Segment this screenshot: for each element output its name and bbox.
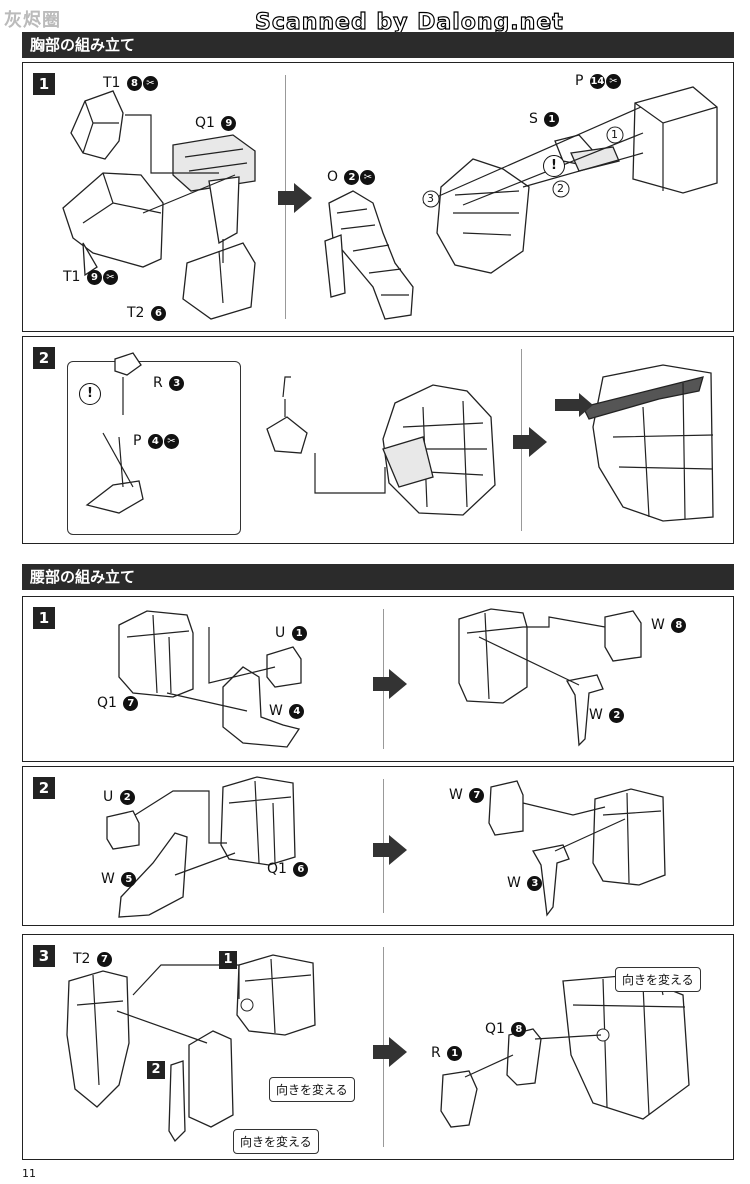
label-r-3: R 3 bbox=[153, 375, 185, 391]
label-w-2: W 2 bbox=[589, 707, 625, 723]
label-t1-8: T1 8✂ bbox=[103, 75, 158, 91]
cut-icon: ✂ bbox=[163, 434, 179, 449]
callout-rotate: 向きを変える bbox=[615, 967, 701, 992]
next-arrow-icon bbox=[278, 183, 312, 213]
waist-step-1-drawing bbox=[118, 608, 642, 748]
caution-icon: ! bbox=[543, 155, 565, 177]
next-arrow-icon bbox=[513, 427, 547, 457]
section-header-waist: 腰部の組み立て bbox=[22, 564, 734, 590]
label-r-1: R 1 bbox=[431, 1045, 463, 1061]
label-w-3: W 3 bbox=[507, 875, 543, 891]
callout-rotate: 向きを変える bbox=[269, 1077, 355, 1102]
label-q1-8: Q1 8 bbox=[485, 1021, 527, 1037]
section-header-chest: 胸部の組み立て bbox=[22, 32, 734, 58]
step-number: 2 bbox=[33, 777, 55, 799]
watermark-left: 灰烬圈 bbox=[4, 10, 61, 31]
label-p-14: P 14✂ bbox=[575, 73, 621, 89]
cut-icon: ✂ bbox=[102, 270, 118, 285]
label-p-4: P 4✂ bbox=[133, 433, 179, 449]
chest-step-1-panel: 1 bbox=[22, 62, 734, 332]
label-o-2: O 2✂ bbox=[327, 169, 376, 185]
step-number: 1 bbox=[33, 73, 55, 95]
sub-step-2: 2 bbox=[147, 1061, 165, 1079]
label-u-1: U 1 bbox=[275, 625, 307, 641]
waist-step-3-drawing bbox=[66, 954, 690, 1143]
cut-icon: ✂ bbox=[605, 74, 621, 89]
label-t2-6: T2 6 bbox=[127, 305, 166, 321]
waist-step-1-panel: 1 U 1 Q1 7 W 4 W 8 W 2 bbox=[22, 596, 734, 762]
chest-step-2-drawing bbox=[85, 352, 714, 522]
next-arrow-icon bbox=[373, 1037, 407, 1067]
label-w-5: W 5 bbox=[101, 871, 137, 887]
step-number: 1 bbox=[33, 607, 55, 629]
chest-step-1-drawing bbox=[62, 86, 718, 320]
waist-step-2-drawing bbox=[106, 776, 666, 918]
callout-rotate: 向きを変える bbox=[233, 1129, 319, 1154]
order-mark-3: 3 bbox=[427, 192, 434, 205]
step-number: 2 bbox=[33, 347, 55, 369]
waist-step-2-panel: 2 U 2 W 5 Q1 6 W 7 W 3 bbox=[22, 766, 734, 926]
label-t2-7: T2 7 bbox=[73, 951, 112, 967]
label-w-7: W 7 bbox=[449, 787, 485, 803]
label-w-4: W 4 bbox=[269, 703, 305, 719]
next-arrow-icon bbox=[373, 669, 407, 699]
label-q1-6: Q1 6 bbox=[267, 861, 309, 877]
label-s-1: S 1 bbox=[529, 111, 560, 127]
label-u-2: U 2 bbox=[103, 789, 135, 805]
step-number: 3 bbox=[33, 945, 55, 967]
cut-icon: ✂ bbox=[142, 76, 158, 91]
label-q1-9: Q1 9 bbox=[195, 115, 237, 131]
order-mark-1: 1 bbox=[611, 128, 618, 141]
cut-icon: ✂ bbox=[360, 170, 376, 185]
waist-step-3-panel: 3 1 2 T2 7 Q1 8 R 1 向きを変える 向きを変える 向きを変える bbox=[22, 934, 734, 1160]
watermark-scanned-by: Scanned by Dalong.net bbox=[254, 9, 564, 35]
detail-box bbox=[67, 361, 241, 535]
next-arrow-icon bbox=[373, 835, 407, 865]
caution-icon: ! bbox=[79, 383, 101, 405]
label-w-8: W 8 bbox=[651, 617, 687, 633]
page-number: 11 bbox=[22, 1167, 36, 1180]
chest-step-2-panel: 2 ! R 3 P 4✂ bbox=[22, 336, 734, 544]
sub-step-1: 1 bbox=[219, 951, 237, 969]
label-q1-7: Q1 7 bbox=[97, 695, 139, 711]
label-t1-9: T1 9✂ bbox=[63, 269, 118, 285]
order-mark-2: 2 bbox=[557, 182, 564, 195]
